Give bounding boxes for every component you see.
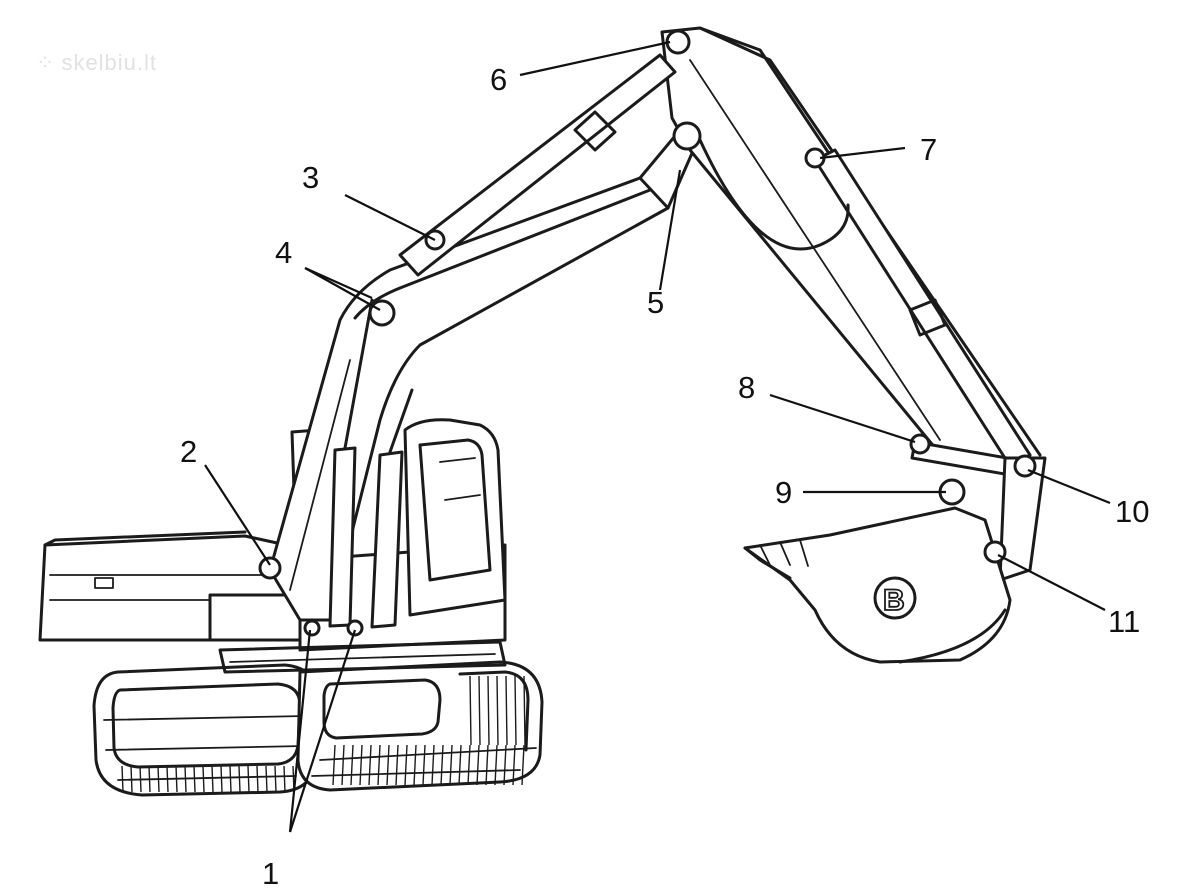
track-rib bbox=[476, 744, 480, 786]
bucket bbox=[743, 506, 1012, 664]
track-rib bbox=[202, 765, 205, 793]
bucket-cylinder bbox=[813, 148, 1032, 468]
track-rib bbox=[377, 744, 381, 786]
crawler-track-left bbox=[92, 663, 320, 797]
track-rib bbox=[148, 765, 151, 793]
track-rib bbox=[256, 765, 259, 793]
track-rib bbox=[521, 744, 525, 786]
track-rib bbox=[247, 765, 250, 793]
hydraulic-hose bbox=[698, 138, 850, 251]
callout-7: 7 bbox=[920, 132, 937, 167]
callout-5: 5 bbox=[647, 285, 664, 320]
track-rib bbox=[485, 744, 489, 786]
callout-1: 1 bbox=[262, 856, 279, 890]
watermark: ⁘skelbiu.lt bbox=[36, 50, 157, 76]
track-rib bbox=[494, 744, 498, 786]
track-rib bbox=[404, 744, 408, 786]
track-rib bbox=[386, 744, 390, 786]
track-rib bbox=[274, 765, 277, 793]
track-rib bbox=[487, 675, 490, 746]
track-rib bbox=[395, 744, 399, 786]
callout-8: 8 bbox=[738, 370, 755, 405]
track-rib bbox=[283, 765, 286, 793]
track-rib bbox=[422, 744, 426, 786]
track-rib bbox=[469, 675, 472, 746]
callout-4: 4 bbox=[275, 235, 292, 270]
track-rib bbox=[229, 765, 232, 793]
track-rib bbox=[157, 765, 160, 793]
track-rib bbox=[512, 744, 516, 786]
callout-9: 9 bbox=[775, 475, 792, 510]
track-rib bbox=[368, 744, 372, 786]
watermark-text: skelbiu.lt bbox=[61, 50, 158, 75]
callout-labels: 1 2 3 4 5 6 7 8 9 10 11 B bbox=[180, 62, 1149, 891]
track-rib bbox=[332, 744, 336, 786]
track-rib bbox=[523, 675, 526, 746]
boom-cylinders bbox=[328, 298, 414, 629]
track-rib bbox=[166, 765, 169, 793]
track-rib bbox=[139, 765, 142, 793]
track-rib bbox=[413, 744, 417, 786]
track-rib bbox=[175, 765, 178, 793]
track-rib bbox=[478, 675, 481, 746]
track-rib bbox=[238, 765, 241, 793]
leader-lines bbox=[204, 40, 1111, 833]
track-rib bbox=[265, 765, 268, 793]
track-rib bbox=[121, 765, 124, 793]
track-rib bbox=[193, 765, 196, 793]
arm-cylinder bbox=[398, 53, 677, 277]
track-rib bbox=[467, 744, 471, 786]
callout-2: 2 bbox=[180, 434, 197, 469]
callout-11: 11 bbox=[1108, 604, 1140, 639]
track-rib bbox=[505, 675, 508, 746]
pivot-pins bbox=[258, 29, 1037, 637]
track-rib bbox=[350, 744, 354, 786]
track-rib bbox=[341, 744, 345, 786]
boom bbox=[268, 116, 702, 622]
track-rib bbox=[458, 744, 462, 786]
track-rib bbox=[440, 744, 444, 786]
track-rib bbox=[503, 744, 507, 786]
track-rib bbox=[184, 765, 187, 793]
track-rib bbox=[359, 744, 363, 786]
track-rib bbox=[220, 765, 223, 793]
bucket-logo: B bbox=[883, 584, 905, 617]
callout-6: 6 bbox=[490, 62, 507, 97]
track-rib bbox=[449, 744, 453, 786]
track-ribs bbox=[121, 675, 526, 793]
track-rib bbox=[211, 765, 214, 793]
crawler-track-right bbox=[296, 660, 544, 792]
dotted-logo-icon: ⁘ bbox=[36, 50, 56, 75]
track-rib bbox=[130, 765, 133, 793]
callout-10: 10 bbox=[1115, 494, 1149, 529]
callout-3: 3 bbox=[302, 160, 319, 195]
track-rib bbox=[431, 744, 435, 786]
track-rib bbox=[496, 675, 499, 746]
track-rib bbox=[514, 675, 517, 746]
